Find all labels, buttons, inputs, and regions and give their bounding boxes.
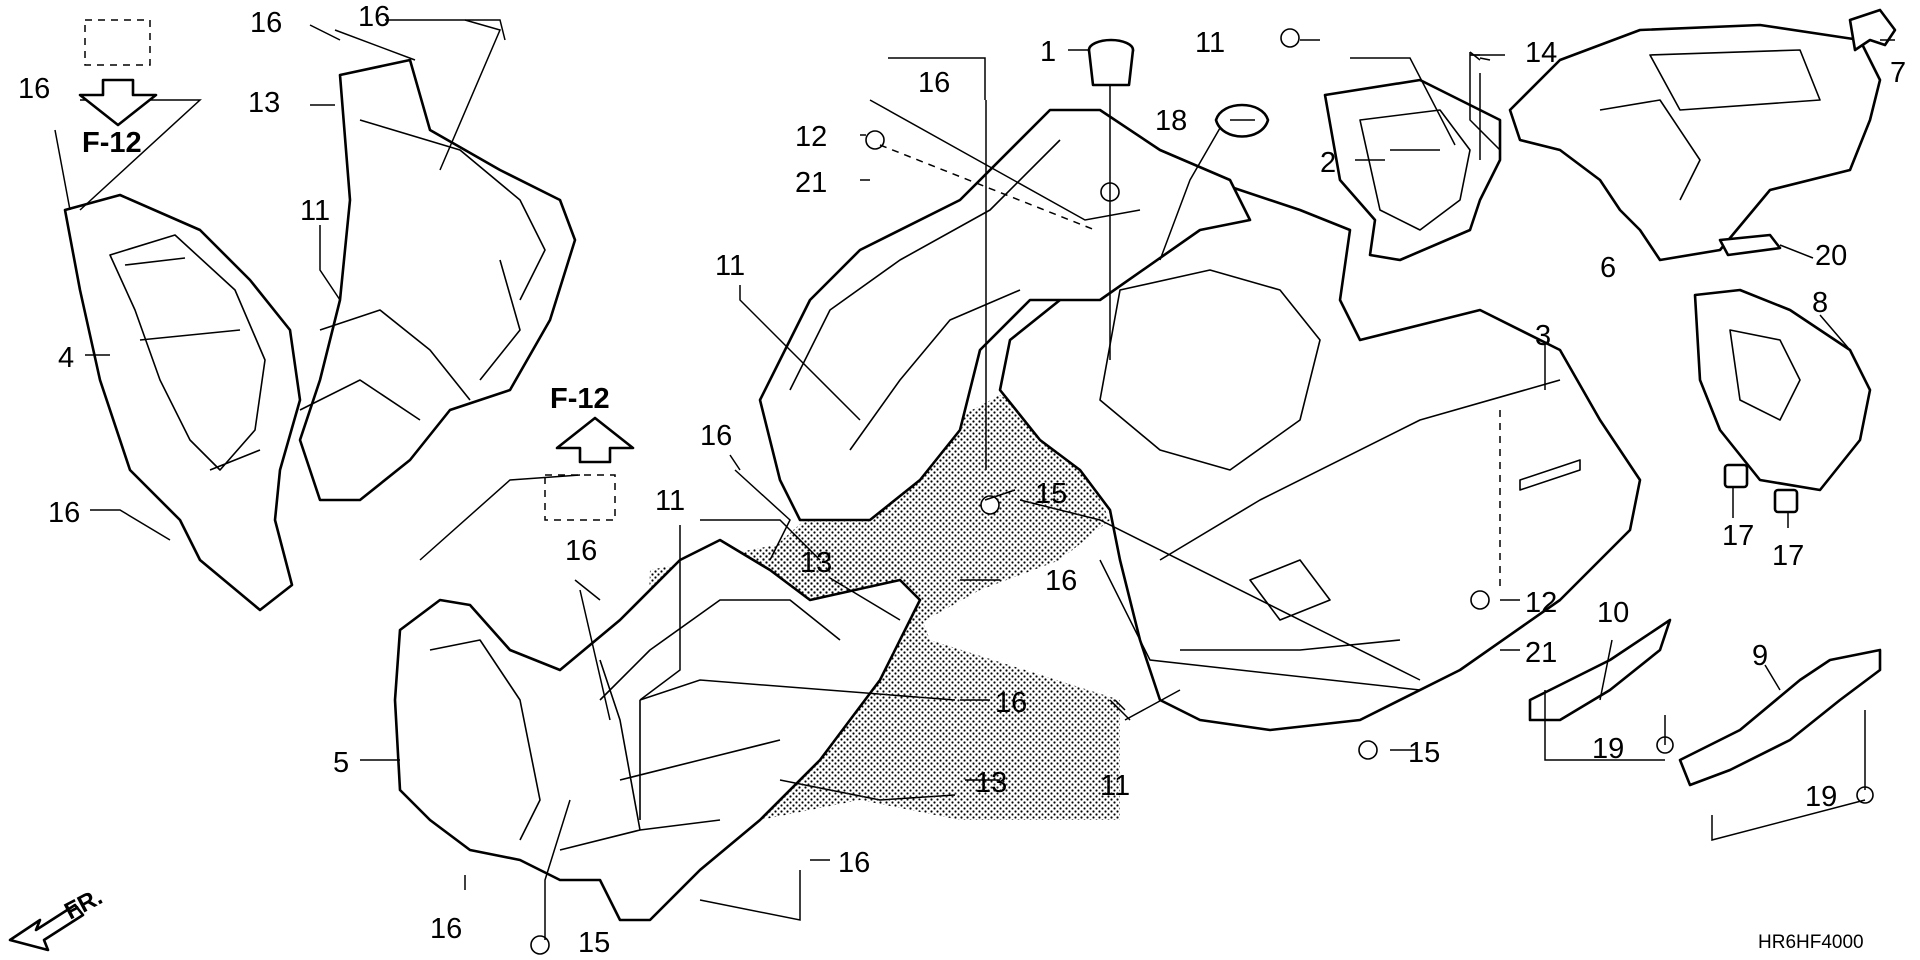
callout-16-e: 16: [48, 497, 80, 529]
callout-12-a: 12: [795, 121, 827, 153]
callout-16-a: 16: [250, 7, 282, 39]
grommet-17-a: [1723, 463, 1749, 489]
bracket-2: [1323, 78, 1502, 262]
callout-16-j: 16: [838, 847, 870, 879]
reference-f12-mid: F-12: [550, 383, 610, 415]
callout-10: 10: [1597, 597, 1629, 629]
callout-17-b: 17: [1772, 540, 1804, 572]
callout-15-b: 15: [1408, 737, 1440, 769]
fender-panel-5: [393, 538, 922, 922]
grommet-1: [1087, 38, 1135, 87]
callout-11-d: 11: [655, 485, 685, 517]
fender-panel-5-detail: [429, 599, 841, 851]
callout-9: 9: [1752, 640, 1768, 672]
callout-15-c: 15: [578, 927, 610, 959]
callout-16-k: 16: [430, 913, 462, 945]
callout-11-a: 11: [1195, 27, 1225, 59]
plate-10: [1528, 618, 1672, 722]
callout-8: 8: [1812, 287, 1828, 319]
reference-f12-top: F-12: [82, 127, 142, 159]
fender-panel-left-rear: [298, 58, 577, 502]
callout-17-a: 17: [1722, 520, 1754, 552]
callout-16-h: 16: [1045, 565, 1077, 597]
callout-15-a: 15: [1035, 478, 1067, 510]
leader-lines: [54, 19, 1895, 940]
callout-19-b: 19: [1805, 781, 1837, 813]
rear-carrier-6: [1508, 23, 1882, 262]
ref-arrow-down: [78, 78, 158, 127]
rear-fender-3-detail: [1099, 269, 1581, 651]
callout-19-a: 19: [1592, 733, 1624, 765]
front-arrow: [8, 903, 85, 952]
callout-20: 20: [1815, 240, 1847, 272]
callout-11-e: 11: [1100, 770, 1130, 802]
callout-16-g: 16: [565, 535, 597, 567]
callout-21-a: 21: [795, 167, 827, 199]
housing-8: [1693, 288, 1872, 492]
rear-carrier-6-detail: [1599, 49, 1821, 201]
callout-12-b: 12: [1525, 587, 1557, 619]
grommet-17-b: [1773, 488, 1799, 514]
plate-9: [1678, 648, 1882, 787]
callout-14: 14: [1525, 37, 1557, 69]
callout-16-d: 16: [918, 67, 950, 99]
fasteners: [530, 28, 1874, 955]
callout-18: 18: [1155, 105, 1187, 137]
callout-6: 6: [1600, 252, 1616, 284]
callout-11-c: 11: [715, 250, 745, 282]
callout-1: 1: [1040, 36, 1056, 68]
callout-7: 7: [1890, 57, 1906, 89]
ref-arrow-up: [555, 416, 635, 464]
callout-16-c: 16: [18, 73, 50, 105]
callout-13-c: 13: [975, 767, 1007, 799]
fender-panel-left-rear-detail: [299, 119, 546, 421]
callout-4: 4: [58, 342, 74, 374]
callout-13-a: 13: [248, 87, 280, 119]
housing-8-detail: [1729, 329, 1801, 421]
clip-7: [1848, 8, 1897, 52]
callout-16-i: 16: [995, 687, 1027, 719]
callout-16-b: 16: [358, 1, 390, 33]
rear-shroud-top-detail: [789, 139, 1061, 451]
bracket-2-detail: [1359, 109, 1471, 231]
callout-21-b: 21: [1525, 637, 1557, 669]
callout-5: 5: [333, 747, 349, 779]
callout-2: 2: [1320, 147, 1336, 179]
callout-16-f: 16: [700, 420, 732, 452]
fender-panel-4-detail: [109, 234, 266, 471]
callout-3: 3: [1535, 320, 1551, 352]
callout-13-b: 13: [800, 547, 832, 579]
fender-panel-4: [63, 193, 302, 612]
labels: F-12 F-12 FR. HR6HF4000 1 2 3 4 5 6 7 8 …: [18, 1, 1906, 959]
callout-11-b: 11: [300, 195, 330, 227]
strap-20: [1718, 233, 1782, 257]
diagram-code: HR6HF4000: [1758, 932, 1864, 953]
